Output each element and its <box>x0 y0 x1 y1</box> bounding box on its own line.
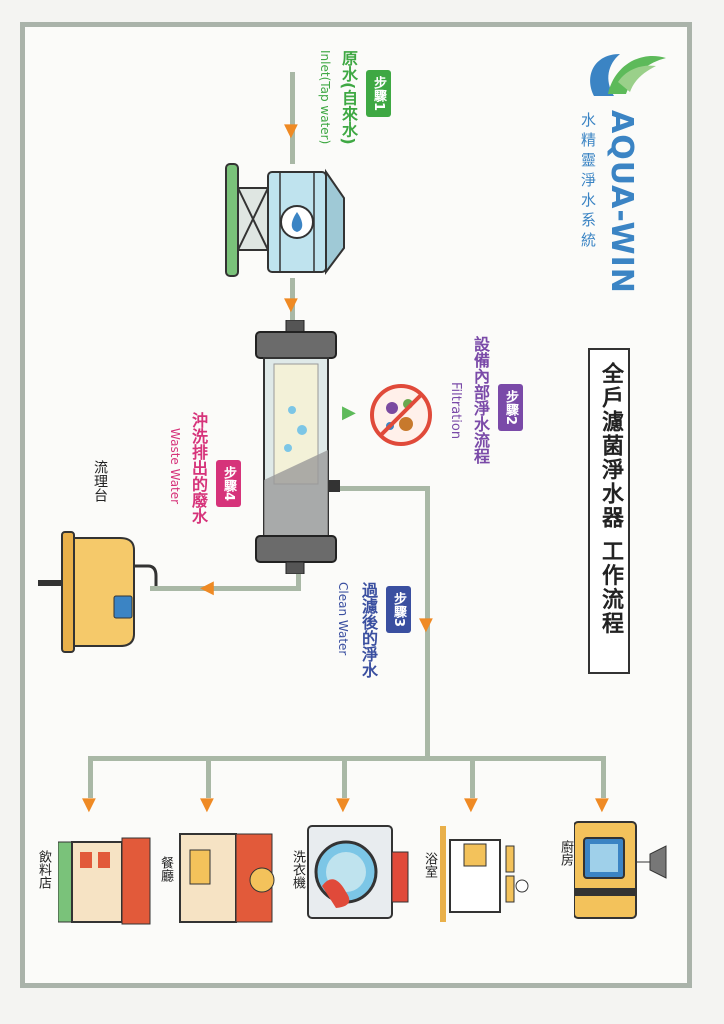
clean-pipe-h <box>338 486 430 491</box>
destination-label-restaurant: 餐廳 <box>158 856 173 882</box>
drop-pipe-4 <box>470 756 475 798</box>
restaurant-icon <box>176 830 276 926</box>
sink-label: 流理台 <box>92 460 108 502</box>
arrow-down-icon: ▼ <box>336 794 350 815</box>
destination-label-drink-shop: 飲料店 <box>36 850 51 889</box>
arrow-down-icon: ▼ <box>464 794 478 815</box>
title-box: 全戶濾菌淨水器 工作流程 <box>588 348 630 674</box>
destination-label-laundry: 洗衣機 <box>290 850 305 889</box>
drink-shop-icon <box>57 832 154 928</box>
step3-badge: 步驟3 <box>386 586 411 634</box>
step4-en: Waste Water <box>168 428 182 505</box>
water-tower-icon <box>224 158 348 284</box>
page-title: 全戶濾菌淨水器 工作流程 <box>598 362 623 636</box>
kitchen-icon <box>573 818 670 922</box>
washing-machine-icon <box>306 822 410 922</box>
arrow-down-icon: ▼ <box>595 794 609 815</box>
inlet-pipe-2 <box>290 278 295 322</box>
arrow-right-icon: ▶ <box>342 402 356 423</box>
brand-logo <box>574 36 670 104</box>
drop-pipe-5 <box>601 756 606 798</box>
step2-zh: 設備內部淨水流程 <box>471 336 490 464</box>
step2-en: Filtration <box>448 382 463 440</box>
arrow-left-icon: ◀ <box>200 577 214 598</box>
destination-label-bathroom: 浴室 <box>422 852 437 878</box>
inlet-pipe <box>290 72 295 164</box>
bacteria-filter-icon <box>370 384 432 446</box>
arrow-down-icon: ▼ <box>82 794 96 815</box>
arrow-down-icon: ▼ <box>200 794 214 815</box>
bathtub-icon <box>440 826 536 926</box>
waste-pipe-v <box>296 560 301 591</box>
arrow-down-icon: ▼ <box>419 614 433 635</box>
clean-pipe-v <box>425 486 430 758</box>
waste-pipe <box>150 586 300 591</box>
arrow-down-icon: ▼ <box>284 120 298 141</box>
step1-en: Inlet(Tap water) <box>318 50 332 145</box>
step4-badge: 步驟4 <box>216 460 241 508</box>
arrow-down-icon: ▼ <box>284 294 298 315</box>
sink-icon <box>38 526 158 658</box>
brand-name: AQUA-WIN <box>604 110 639 294</box>
drop-pipe-1 <box>88 756 93 798</box>
destination-label-kitchen: 廚房 <box>558 840 573 866</box>
distribution-pipe <box>88 756 606 761</box>
step3-en: Clean Water <box>336 582 350 656</box>
step1-badge: 步驟1 <box>366 70 391 118</box>
drop-pipe-3 <box>342 756 347 798</box>
step3-zh: 過濾後的淨水 <box>359 582 378 678</box>
step4-zh: 沖洗排出的廢水 <box>189 412 208 524</box>
brand-subtitle: 水精靈淨水系統 <box>579 112 597 252</box>
drop-pipe-2 <box>206 756 211 798</box>
filter-housing-icon <box>248 319 344 575</box>
step1-zh: 原水(自來水) <box>339 50 358 145</box>
step2-badge: 步驟2 <box>498 384 523 432</box>
